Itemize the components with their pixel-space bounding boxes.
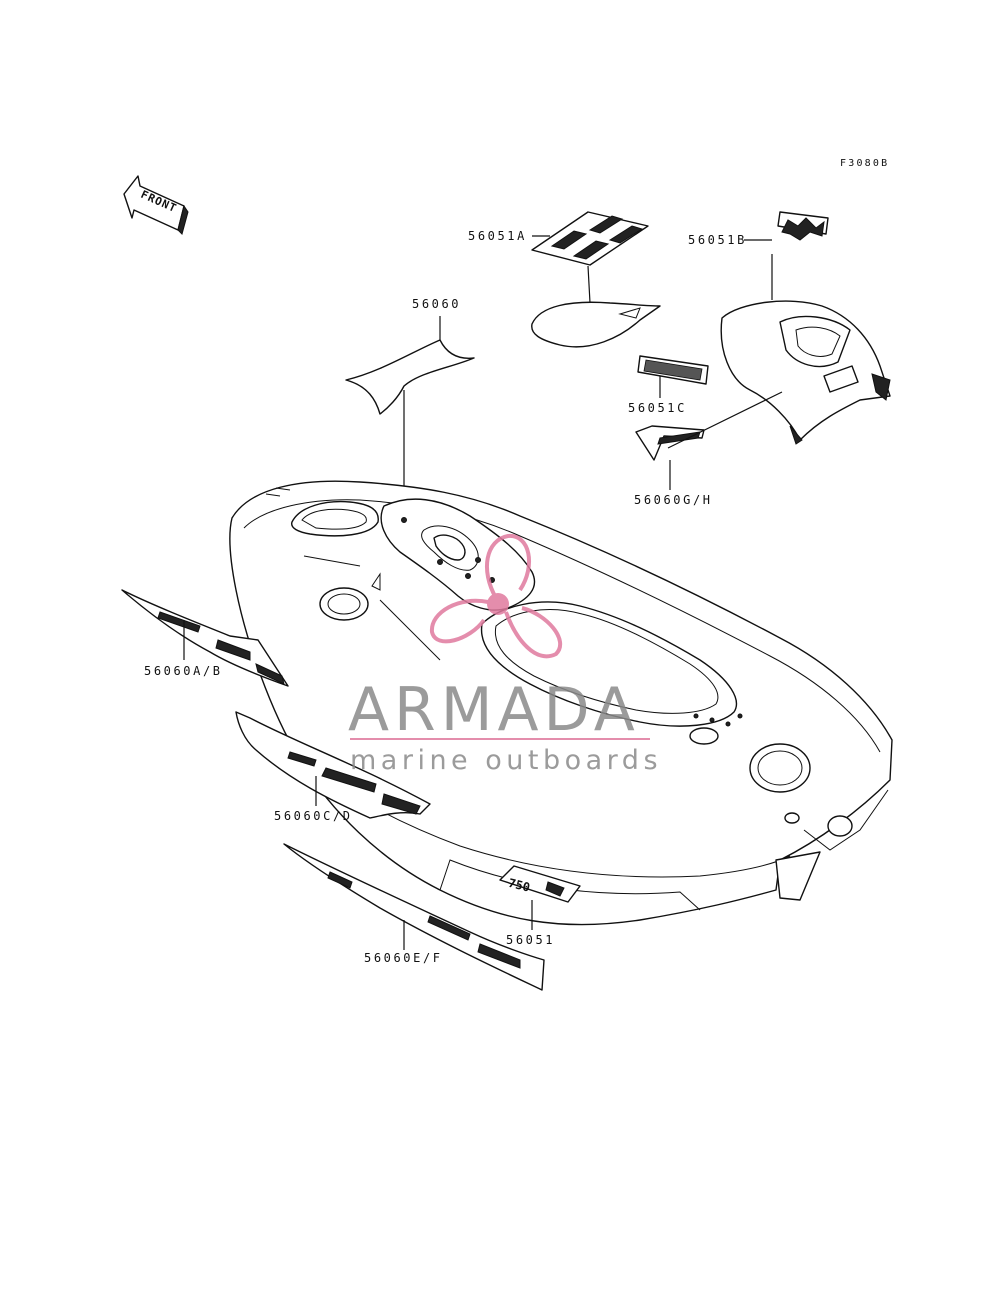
watermark: ARMADA marine outboards bbox=[348, 533, 662, 776]
watermark-tagline: marine outboards bbox=[350, 745, 662, 776]
callout-56060CD: 56060C/D bbox=[274, 809, 353, 823]
callout-56060GH: 56060G/H bbox=[634, 493, 713, 507]
callout-56051: 56051 bbox=[506, 933, 555, 947]
front-arrow-icon: FRONT bbox=[123, 175, 189, 235]
callout-56051C: 56051C bbox=[628, 401, 687, 415]
part-56051A-decal bbox=[531, 211, 649, 266]
leader-56060GH bbox=[667, 391, 783, 490]
watermark-brand: ARMADA bbox=[348, 675, 640, 745]
callout-56060EF: 56060E/F bbox=[364, 951, 443, 965]
part-56051B-decal bbox=[777, 211, 829, 241]
part-56060AB-decal bbox=[121, 589, 289, 687]
part-56060CD-decal bbox=[235, 711, 431, 819]
callout-56060AB: 56060A/B bbox=[144, 664, 223, 678]
decal-750-text: 750 bbox=[507, 876, 531, 895]
figure-code: F3080B bbox=[840, 158, 889, 169]
part-seat-cover bbox=[531, 301, 661, 348]
callout-56060: 56060 bbox=[412, 297, 461, 311]
part-56060EF-decal bbox=[283, 843, 545, 991]
part-hood bbox=[720, 300, 891, 445]
part-56051-decal: 750 bbox=[499, 865, 581, 903]
callout-56051A: 56051A bbox=[468, 229, 527, 243]
part-56051C-decal bbox=[637, 355, 709, 385]
leader-56051A bbox=[532, 235, 591, 304]
propeller-logo-icon bbox=[429, 533, 563, 659]
part-56060GH-decal bbox=[635, 425, 705, 461]
leader-56060 bbox=[403, 316, 441, 496]
callout-56051B: 56051B bbox=[688, 233, 747, 247]
leader-56051B bbox=[744, 239, 773, 300]
part-56060-decal bbox=[345, 339, 475, 415]
